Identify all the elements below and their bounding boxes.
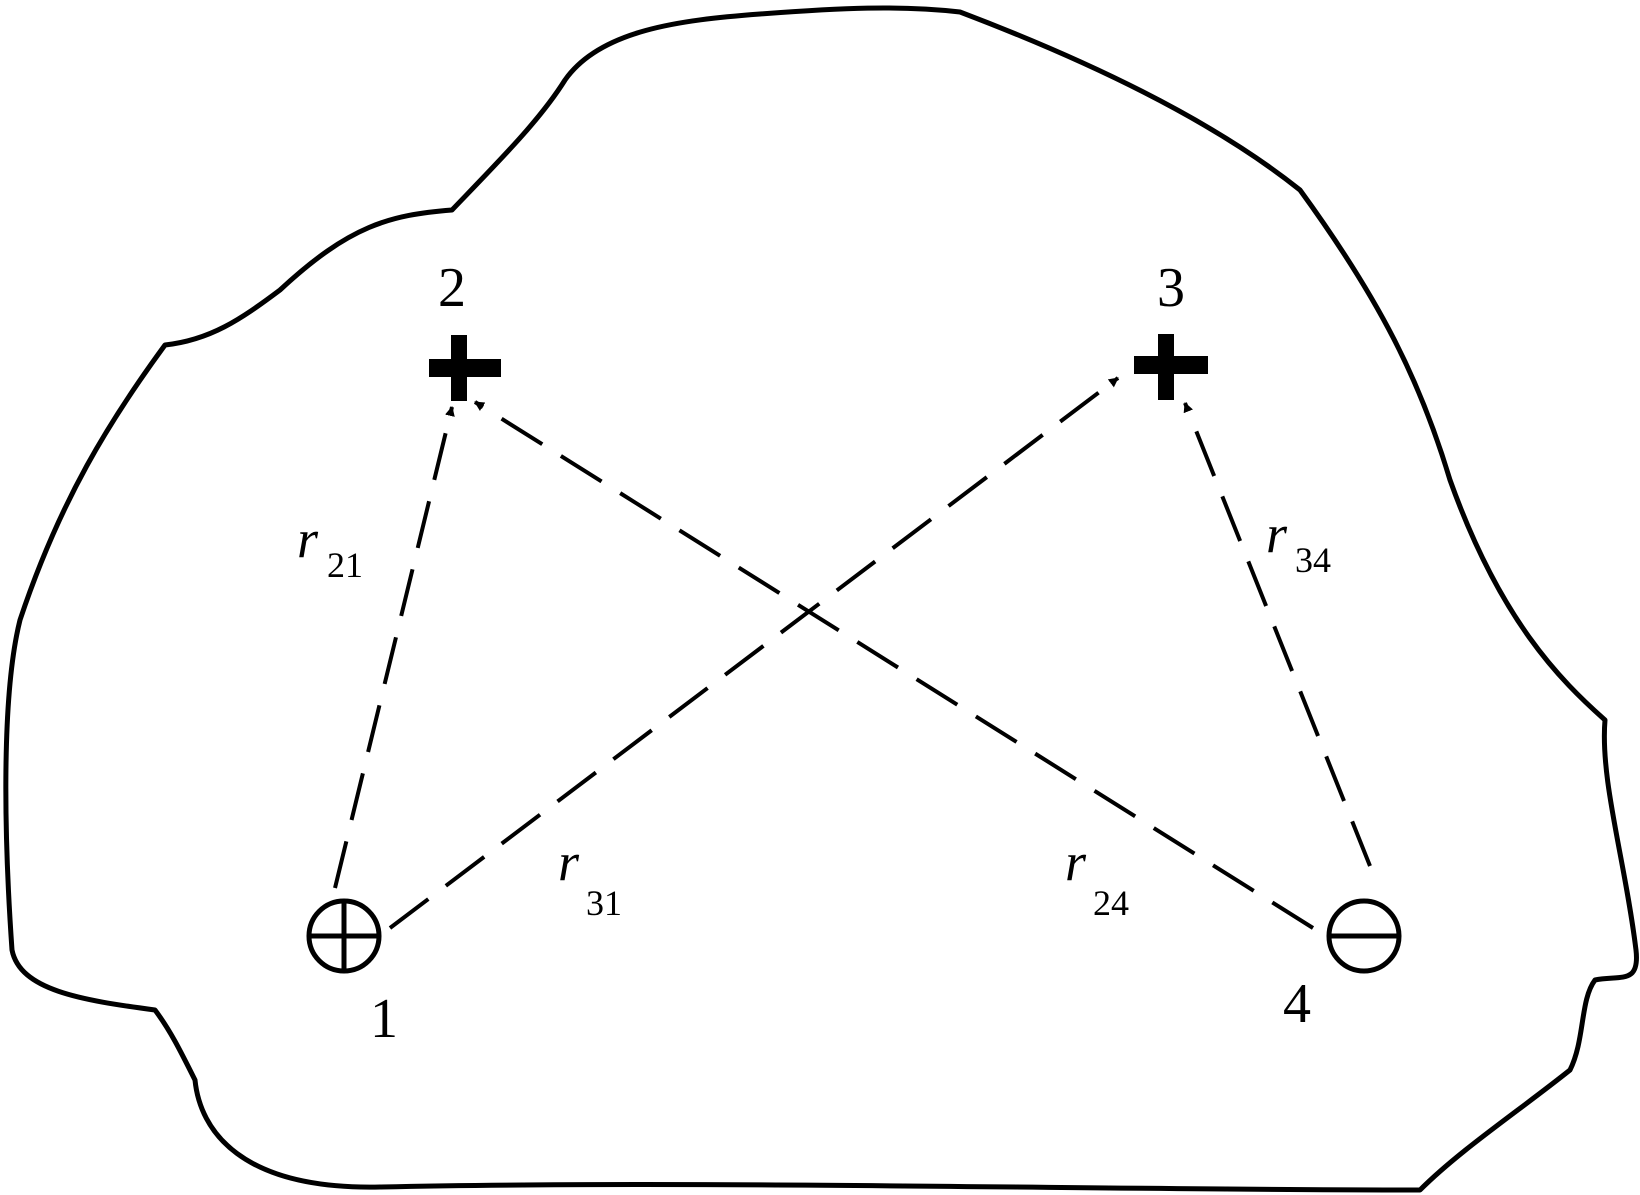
line-r34: [1183, 402, 1372, 867]
svg-text:r: r: [558, 832, 580, 892]
svg-text:r: r: [297, 509, 319, 569]
label-r24: r 24: [1065, 832, 1129, 923]
line-r24: [473, 400, 1315, 930]
svg-text:r: r: [1065, 832, 1087, 892]
line-r31: [388, 376, 1120, 930]
point-label-4: 4: [1283, 973, 1311, 1035]
electrode-2-cross-icon: [429, 335, 501, 401]
label-r34: r 34: [1266, 504, 1331, 580]
label-r21: r 21: [297, 509, 363, 585]
svg-text:31: 31: [586, 883, 622, 923]
svg-text:24: 24: [1093, 883, 1129, 923]
medium-boundary: [3, 5, 1639, 1193]
point-label-3: 3: [1157, 257, 1185, 319]
point-label-2: 2: [438, 257, 466, 319]
electrode-3-cross-icon: [1134, 334, 1208, 400]
svg-text:34: 34: [1295, 540, 1331, 580]
line-r21: [333, 406, 455, 889]
electrode-1-positive-icon: [306, 898, 382, 974]
electrode-4-negative-icon: [1326, 898, 1402, 974]
svg-text:r: r: [1266, 504, 1288, 564]
label-r31: r 31: [558, 832, 622, 923]
svg-text:21: 21: [327, 545, 363, 585]
point-label-1: 1: [370, 988, 398, 1050]
